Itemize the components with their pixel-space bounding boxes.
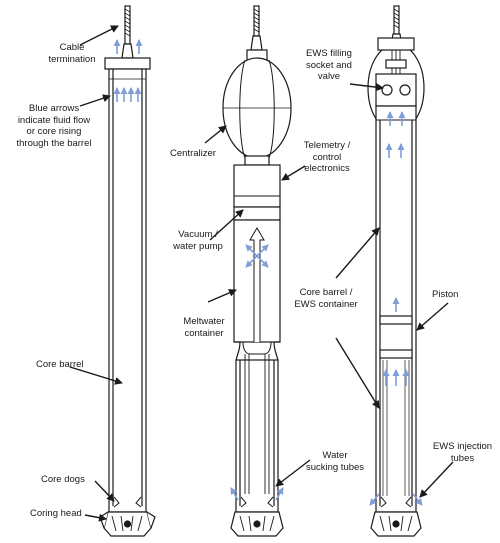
callout-blue-arrows	[79, 94, 111, 107]
telemetry-module	[233, 164, 281, 208]
callout-arrows	[69, 25, 454, 522]
callout-centralizer	[204, 125, 227, 144]
blue-arrows-right	[369, 111, 423, 506]
right-drill	[367, 5, 425, 537]
pump-module	[233, 206, 281, 221]
blue-arrows-left	[113, 39, 143, 102]
label-coring-head: Coring head	[30, 508, 82, 519]
coring-head-left	[99, 511, 156, 537]
label-water-sucking: Water sucking tubes	[305, 450, 365, 473]
label-meltwater: Meltwater container	[183, 316, 225, 339]
callout-ews-injection	[419, 461, 454, 498]
coring-head-middle	[230, 511, 284, 537]
label-ews-injection: EWS injection tubes	[432, 441, 493, 464]
callout-ews-filling	[349, 83, 384, 92]
middle-drill	[222, 5, 292, 537]
callout-cable-termination	[79, 25, 119, 46]
coring-head-right	[370, 511, 422, 537]
callout-water-sucking	[275, 459, 311, 487]
label-ews-filling: EWS filling socket and valve	[306, 48, 352, 82]
callout-meltwater	[207, 289, 237, 303]
cable-middle	[246, 5, 268, 61]
label-centralizer: Centralizer	[170, 148, 216, 159]
callout-coring-head	[84, 513, 107, 522]
callout-core-barrel-left	[69, 366, 123, 385]
callout-vacuum-pump	[209, 209, 244, 241]
barrel-left	[108, 68, 147, 513]
label-vacuum-pump: Vacuum / water pump	[173, 229, 223, 252]
callout-piston	[416, 302, 449, 331]
left-drill	[99, 5, 156, 537]
injection-tubes	[382, 360, 410, 496]
callout-core-dogs	[94, 480, 115, 502]
label-blue-arrows: Blue arrows indicate fluid flow or core …	[16, 103, 92, 149]
callout-telemetry	[281, 165, 306, 181]
cable-left	[121, 5, 134, 59]
barrel-middle	[235, 359, 279, 513]
termination-cap-left	[104, 57, 151, 70]
piston-upper	[379, 315, 413, 325]
label-core-dogs: Core dogs	[41, 474, 85, 485]
pump-arrow	[249, 227, 265, 342]
blue-arrows-middle	[230, 244, 284, 501]
centralizer-body	[222, 57, 292, 166]
label-cable-termination: Cable termination	[48, 42, 96, 65]
sucking-tubes	[244, 354, 270, 494]
core-dogs-left	[113, 496, 142, 508]
label-core-barrel-ews: Core barrel / EWS container	[294, 287, 358, 310]
label-telemetry: Telemetry / control electronics	[303, 140, 351, 174]
label-piston: Piston	[432, 289, 459, 300]
label-core-barrel-left: Core barrel	[36, 359, 84, 370]
callout-core-barrel-ews-up	[335, 227, 380, 279]
piston-lower	[379, 349, 413, 359]
callout-core-barrel-ews-down	[335, 337, 380, 409]
